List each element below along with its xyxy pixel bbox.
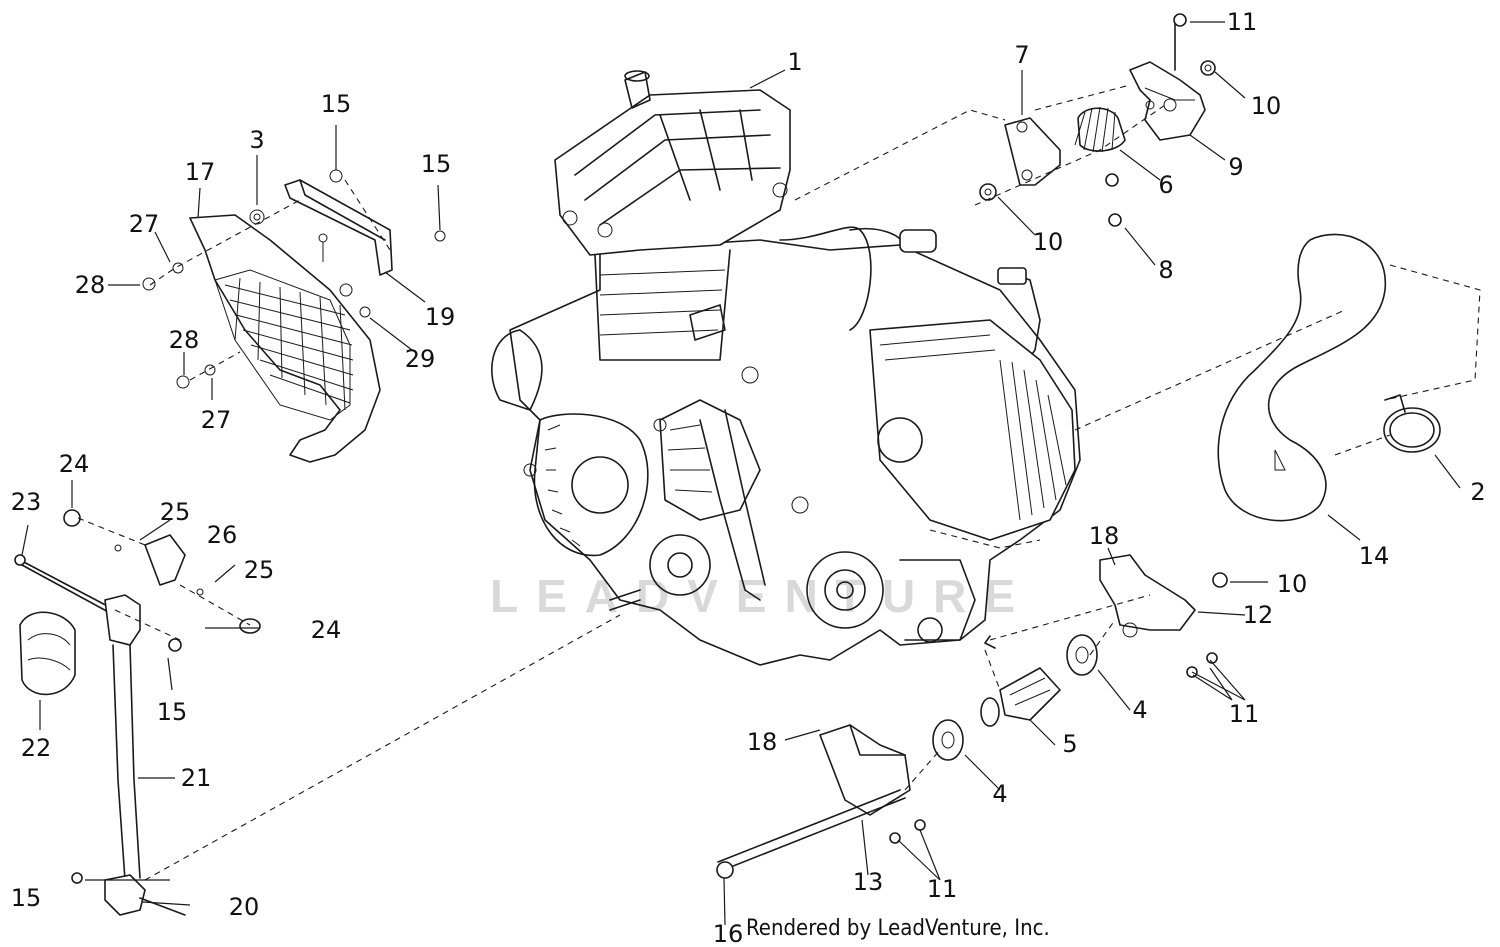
heat-shield	[189, 214, 381, 463]
leader-lines	[21, 21, 1461, 926]
callout-14: 14	[1359, 542, 1390, 570]
callout-27-upper: 27	[129, 210, 160, 238]
engine-assembly	[491, 70, 1081, 666]
callout-8: 8	[1158, 256, 1173, 284]
callout-13: 13	[853, 868, 884, 896]
oil-tube-assembly	[14, 509, 261, 916]
callout-15-top: 15	[321, 90, 352, 118]
callout-6: 6	[1158, 171, 1173, 199]
callout-16: 16	[713, 920, 744, 947]
callout-12: 12	[1243, 601, 1274, 629]
callout-9: 9	[1228, 153, 1243, 181]
callout-21: 21	[181, 764, 212, 792]
callout-29: 29	[405, 345, 436, 373]
callout-24-lower: 24	[311, 616, 342, 644]
assembly-lines	[77, 84, 1481, 881]
callout-labels: 1 2 3 4 4 5 6 7 8 9 10 10 10 11 11 11 12…	[11, 8, 1486, 947]
callout-15-right: 15	[421, 150, 452, 178]
callout-3: 3	[249, 126, 264, 154]
callout-27-lower: 27	[201, 406, 232, 434]
callout-25-lower: 25	[244, 556, 275, 584]
callout-25-upper: 25	[160, 498, 191, 526]
callout-10-upper-right: 10	[1251, 92, 1282, 120]
callout-28-lower: 28	[169, 326, 200, 354]
hose-clamp	[1383, 394, 1441, 453]
watermark: LEADVENTURE	[490, 570, 1033, 622]
callout-4-upper: 4	[1132, 696, 1147, 724]
callout-19: 19	[425, 303, 456, 331]
callout-28-upper: 28	[75, 271, 106, 299]
render-credit: Rendered by LeadVenture, Inc.	[746, 916, 1050, 941]
callout-5: 5	[1062, 730, 1077, 758]
callout-15-middle: 15	[157, 698, 188, 726]
callout-4-lower: 4	[992, 780, 1007, 808]
intake-boot	[1217, 233, 1386, 522]
callout-11-bottom: 11	[927, 875, 958, 903]
callout-10-upper-left: 10	[1033, 228, 1064, 256]
callout-15-bottom: 15	[11, 884, 42, 912]
upper-engine-mount	[979, 13, 1216, 227]
callout-11-top: 11	[1227, 8, 1258, 36]
callout-2: 2	[1470, 478, 1485, 506]
callout-18-upper: 18	[1089, 522, 1120, 550]
callout-17: 17	[185, 158, 216, 186]
callout-11-middle: 11	[1229, 700, 1260, 728]
lower-engine-mount	[716, 554, 1228, 879]
callout-22: 22	[21, 734, 52, 762]
callout-7: 7	[1014, 41, 1029, 69]
callout-23: 23	[11, 488, 42, 516]
callout-20: 20	[229, 893, 260, 921]
callout-18-lower: 18	[747, 728, 778, 756]
callout-26: 26	[207, 521, 238, 549]
callout-1: 1	[787, 48, 802, 76]
callout-24-upper: 24	[59, 450, 90, 478]
callout-10-lower: 10	[1277, 570, 1308, 598]
shield-bracket	[142, 169, 446, 389]
